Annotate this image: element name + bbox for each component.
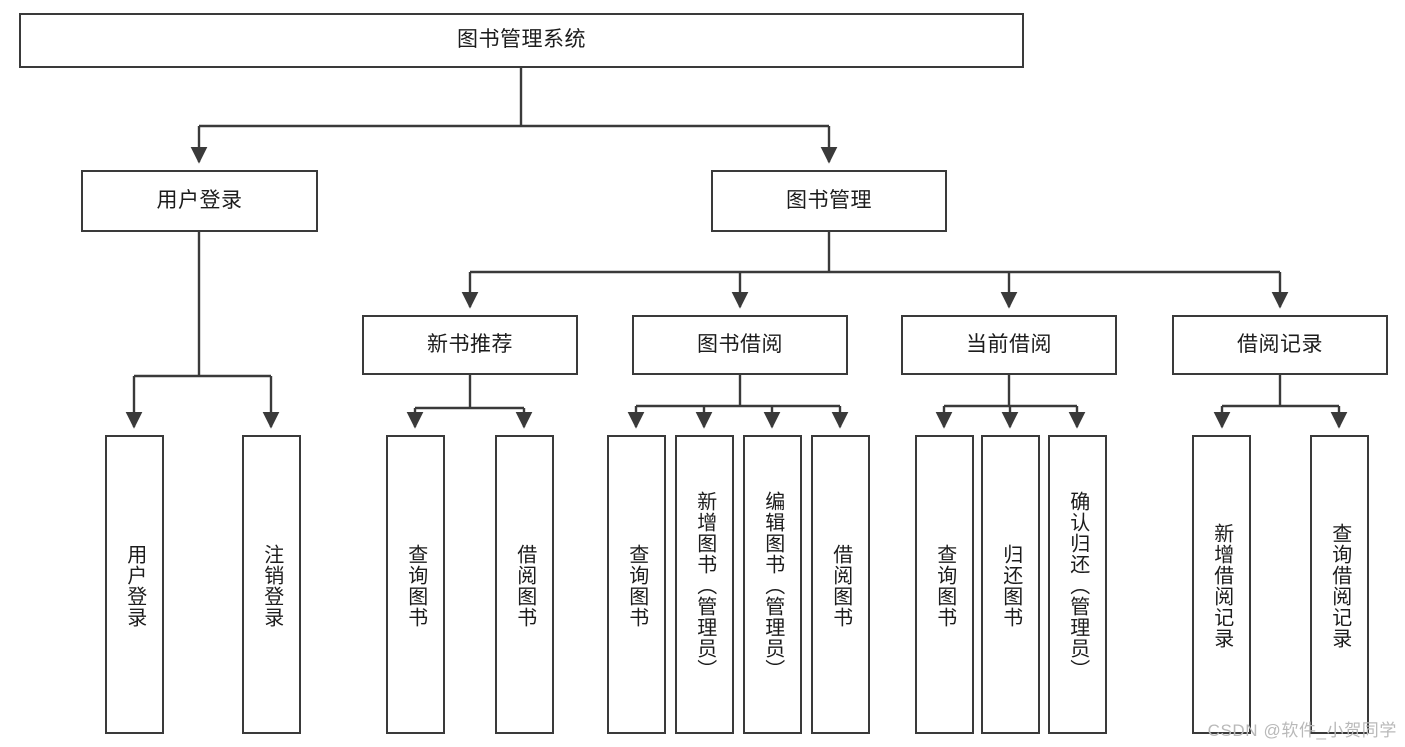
leaf-edit-book-label: 编辑图书（管理员） <box>761 491 784 680</box>
leaf-user-login-label: 用户登录 <box>123 543 146 628</box>
node-new-book-recommend[interactable]: 新书推荐 <box>362 315 578 375</box>
leaf-borrow-book-1-label: 借阅图书 <box>513 543 536 628</box>
node-root-label: 图书管理系统 <box>457 28 586 52</box>
node-user-login-label: 用户登录 <box>156 188 243 212</box>
leaf-return-book[interactable]: 归还图书 <box>981 435 1040 734</box>
leaf-add-book-label: 新增图书（管理员） <box>693 491 716 680</box>
node-book-manage-label: 图书管理 <box>786 188 872 212</box>
leaf-query-record-label: 查询借阅记录 <box>1328 522 1351 649</box>
leaf-user-login[interactable]: 用户登录 <box>105 435 164 734</box>
leaf-user-logout[interactable]: 注销登录 <box>242 435 301 734</box>
node-current-borrow[interactable]: 当前借阅 <box>901 315 1117 375</box>
leaf-query-book-1-label: 查询图书 <box>404 543 427 628</box>
leaf-return-book-label: 归还图书 <box>999 543 1022 628</box>
leaf-borrow-book-1[interactable]: 借阅图书 <box>495 435 554 734</box>
node-borrow-record-label: 借阅记录 <box>1237 332 1323 356</box>
leaf-add-book[interactable]: 新增图书（管理员） <box>675 435 734 734</box>
leaf-query-record[interactable]: 查询借阅记录 <box>1310 435 1369 734</box>
node-new-book-recommend-label: 新书推荐 <box>427 332 513 356</box>
leaf-add-record-label: 新增借阅记录 <box>1210 522 1233 649</box>
leaf-query-book-1[interactable]: 查询图书 <box>386 435 445 734</box>
node-user-login[interactable]: 用户登录 <box>81 170 318 232</box>
leaf-user-logout-label: 注销登录 <box>260 543 283 628</box>
node-root[interactable]: 图书管理系统 <box>19 13 1024 68</box>
leaf-confirm-return-label: 确认归还（管理员） <box>1066 491 1089 680</box>
leaf-edit-book[interactable]: 编辑图书（管理员） <box>743 435 802 734</box>
node-book-borrow-label: 图书借阅 <box>697 332 783 356</box>
leaf-borrow-book-2-label: 借阅图书 <box>829 543 852 628</box>
node-book-borrow[interactable]: 图书借阅 <box>632 315 848 375</box>
node-book-manage[interactable]: 图书管理 <box>711 170 947 232</box>
watermark: CSDN @软件_小贺同学 <box>1207 721 1397 740</box>
leaf-query-book-3-label: 查询图书 <box>933 543 956 628</box>
leaf-query-book-3[interactable]: 查询图书 <box>915 435 974 734</box>
leaf-confirm-return[interactable]: 确认归还（管理员） <box>1048 435 1107 734</box>
node-current-borrow-label: 当前借阅 <box>966 332 1052 356</box>
node-borrow-record[interactable]: 借阅记录 <box>1172 315 1388 375</box>
leaf-query-book-2[interactable]: 查询图书 <box>607 435 666 734</box>
leaf-borrow-book-2[interactable]: 借阅图书 <box>811 435 870 734</box>
leaf-add-record[interactable]: 新增借阅记录 <box>1192 435 1251 734</box>
leaf-query-book-2-label: 查询图书 <box>625 543 648 628</box>
